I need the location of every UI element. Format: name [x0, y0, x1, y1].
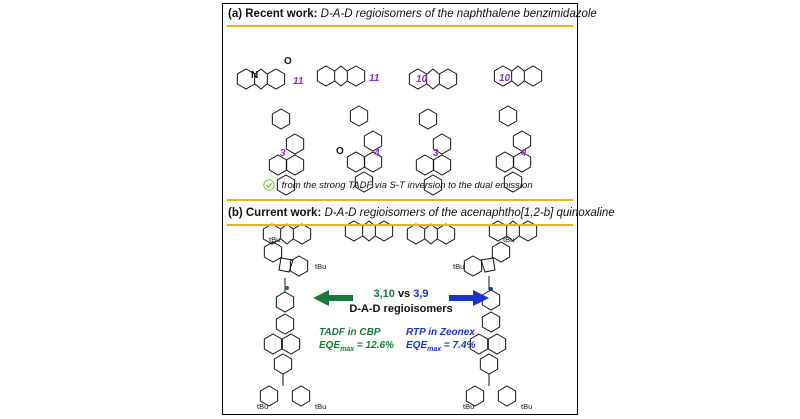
panel-a-note-text: from the strong TADF via S-T inversion t…	[281, 180, 533, 191]
panel-b-label: (b) Current work:	[228, 207, 322, 219]
position-a4-bottom: 4	[521, 148, 527, 159]
vs-word: vs	[397, 288, 411, 300]
green-arrow-icon	[313, 290, 353, 306]
panel-b-header: (b) Current work: D-A-D regioisomers of …	[228, 207, 615, 219]
blue-arrow-icon	[449, 290, 489, 306]
isomer-comparison: 3,10 vs 3,9	[359, 288, 443, 300]
panel-b-top-rule	[227, 199, 573, 201]
position-a3-bottom: 3	[433, 148, 439, 159]
panel-a-rule	[227, 25, 573, 27]
position-a2-bottom: 4	[374, 148, 380, 159]
figure-frame: (a) Recent work: D-A-D regioisomers of t…	[222, 3, 615, 415]
tbu-label: tBu	[453, 262, 465, 271]
position-a1-top: 11	[293, 76, 304, 87]
comparison-subtitle: D-A-D regioisomers	[349, 303, 453, 315]
panel-a-note: from the strong TADF via S-T inversion t…	[263, 179, 533, 191]
molecule-b-left	[259, 241, 311, 407]
tbu-label: tBu	[257, 402, 269, 411]
position-a4-top: 10	[499, 73, 511, 84]
tbu-label: tBu	[463, 402, 475, 411]
tbu-label: tBu	[521, 402, 533, 411]
atom-o-label: O	[284, 56, 292, 67]
tbu-label: tBu	[315, 402, 327, 411]
panel-b-rule	[227, 224, 573, 226]
tbu-label: tBu	[315, 262, 327, 271]
right-eqe: EQEmax = 7.4%	[406, 340, 476, 353]
atom-n-label: N	[251, 70, 259, 81]
tbu-label: tBu	[269, 235, 281, 244]
carbonyl-o-label: O	[336, 146, 344, 157]
panel-b-molecules	[259, 241, 517, 407]
left-mode: TADF in CBP	[319, 327, 381, 338]
panel-a-description: D-A-D regioisomers of the naphthalene be…	[320, 8, 597, 20]
right-mode: RTP in Zeonex	[406, 327, 475, 338]
panel-b-description: D-A-D regioisomers of the acenaphtho[1,2…	[324, 207, 615, 219]
position-a1-bottom: 3	[280, 148, 286, 159]
right-performance: RTP in Zeonex EQEmax = 7.4%	[406, 326, 475, 356]
position-a2-top: 11	[369, 73, 380, 84]
panel-a-header: (a) Recent work: D-A-D regioisomers of t…	[228, 8, 597, 20]
left-performance: TADF in CBP EQEmax = 12.6%	[319, 326, 394, 356]
isomer-b: 3,9	[413, 288, 429, 300]
panel-a-label: (a) Recent work:	[228, 8, 318, 20]
isomer-a: 3,10	[373, 288, 395, 300]
molecule-b-right	[463, 241, 517, 407]
position-a3-top: 10	[416, 74, 428, 85]
checkmark-icon	[263, 179, 275, 191]
tbu-label: tBu	[503, 235, 515, 244]
left-eqe: EQEmax = 12.6%	[319, 340, 394, 353]
